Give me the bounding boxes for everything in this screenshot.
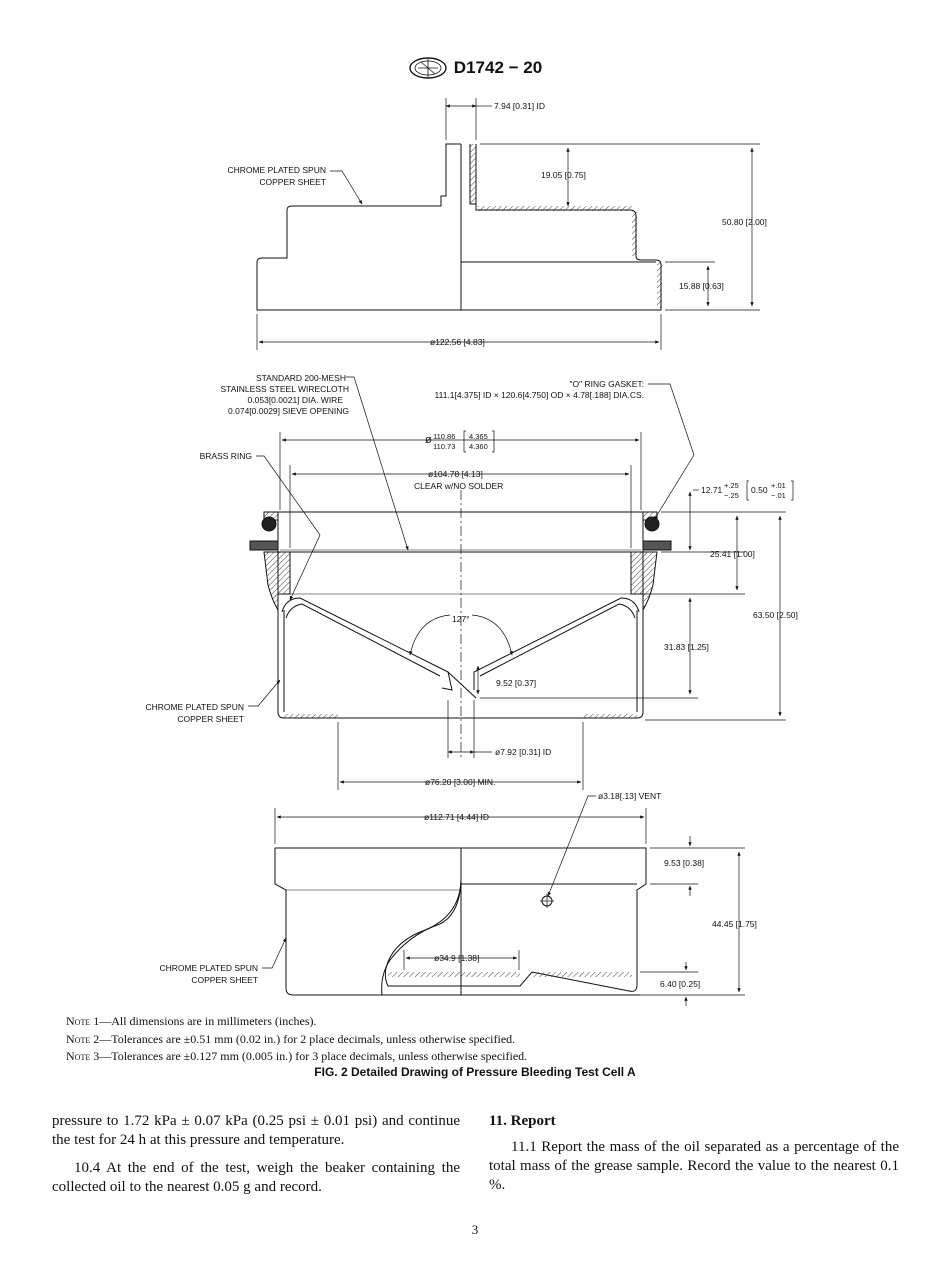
oring-label: 111.1[4.375] ID × 120.6[4.750] OD × 4.78… (435, 390, 645, 400)
lid-dim-diameter: ø122.56 [4.83] (430, 337, 485, 347)
body-material-label: CHROME PLATED SPUN (145, 702, 244, 712)
section-heading: 11. Report (489, 1113, 556, 1129)
document-designation: D1742 − 20 (453, 58, 543, 77)
mesh-label: 0.074[0.0029] SIEVE OPENING (228, 406, 349, 416)
bore-dia-in-lower: 4.360 (469, 442, 488, 451)
gasket-height-base: 12.71 (701, 485, 723, 495)
base-part (274, 847, 647, 996)
tip-dim: 9.52 [0.37] (496, 678, 536, 688)
lid-dim-id: 7.94 [0.31] ID (494, 101, 545, 111)
base-material-label: COPPER SHEET (191, 975, 258, 985)
min-dia-dim: ø76.20 [3.00] MIN. (425, 777, 495, 787)
page-number: 3 (471, 1222, 479, 1237)
lid-dim-lip: 15.88 [0.63] (679, 281, 724, 291)
bore-dia-lower: 110.73 (433, 442, 455, 451)
right-column: 11. Report 11.1 Report the mass of the o… (489, 1112, 899, 1204)
cell-height-dim: 63.50 [2.50] (753, 610, 798, 620)
left-column: pressure to 1.72 kPa ± 0.07 kPa (0.25 ps… (52, 1112, 460, 1206)
clear-dim: ø104.78 [4.13] (428, 469, 483, 479)
paragraph: pressure to 1.72 kPa ± 0.07 kPa (0.25 ps… (52, 1113, 460, 1148)
test-cell-drawing: 7.94 [0.31] ID 19.05 [0.75] 50.80 [2.00]… (145, 98, 798, 1006)
ring-height-dim: 25.41 [1.00] (710, 549, 755, 559)
vent-label: ø3.18[.13] VENT (598, 791, 661, 801)
astm-logo-icon (409, 57, 447, 79)
mesh-label: STAINLESS STEEL WIRECLOTH (221, 384, 349, 394)
clear-note: CLEAR w/NO SOLDER (414, 481, 503, 491)
mesh-label: STANDARD 200-MESH (256, 373, 346, 383)
base-foot-dim: ø34.9 [1.38] (434, 953, 479, 963)
paragraph: 10.4 At the end of the test, weigh the b… (52, 1160, 460, 1195)
base-id-dim: ø112.71 [4.44] ID (424, 812, 489, 822)
brass-ring-label: BRASS RING (200, 451, 252, 461)
lid-part (256, 143, 662, 311)
cell-body-part (249, 511, 672, 719)
base-rim-dim: 9.53 [0.38] (664, 858, 704, 868)
mesh-label: 0.053[0.0021] DIA. WIRE (248, 395, 344, 405)
figure-notes: Note 1—All dimensions are in millimeters… (66, 1013, 527, 1066)
paragraph: 11.1 Report the mass of the oil separate… (489, 1139, 899, 1193)
body-material-label: COPPER SHEET (177, 714, 244, 724)
base-floor-dim: 6.40 [0.25] (660, 979, 700, 989)
gasket-height-minus: −.25 (724, 491, 739, 500)
note-2: Note 2—Tolerances are ±0.51 mm (0.02 in.… (66, 1031, 516, 1046)
gasket-height-in-base: 0.50 (751, 485, 768, 495)
page-header: D1742 − 20 (0, 56, 950, 85)
bore-dia-symbol: ø (425, 434, 432, 446)
oring-label: "O" RING GASKET: (569, 379, 644, 389)
gasket-height-in-plus: +.01 (771, 481, 786, 490)
gasket-height-in-minus: −.01 (771, 491, 786, 500)
base-material-label: CHROME PLATED SPUN (159, 963, 258, 973)
cone-height-dim: 31.83 [1.25] (664, 642, 709, 652)
lid-material-label: COPPER SHEET (259, 177, 326, 187)
bore-dia-in-upper: 4.365 (469, 432, 488, 441)
note-3: Note 3—Tolerances are ±0.127 mm (0.005 i… (66, 1049, 528, 1063)
note-1: Note 1—All dimensions are in millimeters… (66, 1014, 317, 1028)
gasket-height-plus: +.25 (724, 481, 739, 490)
cone-angle: 127° (452, 614, 470, 624)
bore-dia-upper: 110.86 (433, 432, 455, 441)
lid-dim-neck: 19.05 [0.75] (541, 170, 586, 180)
hole-dim: ø7.92 [0.31] ID (495, 747, 551, 757)
figure-caption: FIG. 2 Detailed Drawing of Pressure Blee… (314, 1065, 636, 1079)
base-height-dim: 44.45 [1.75] (712, 919, 757, 929)
lid-dim-total: 50.80 [2.00] (722, 217, 767, 227)
lid-material-label: CHROME PLATED SPUN (227, 165, 326, 175)
